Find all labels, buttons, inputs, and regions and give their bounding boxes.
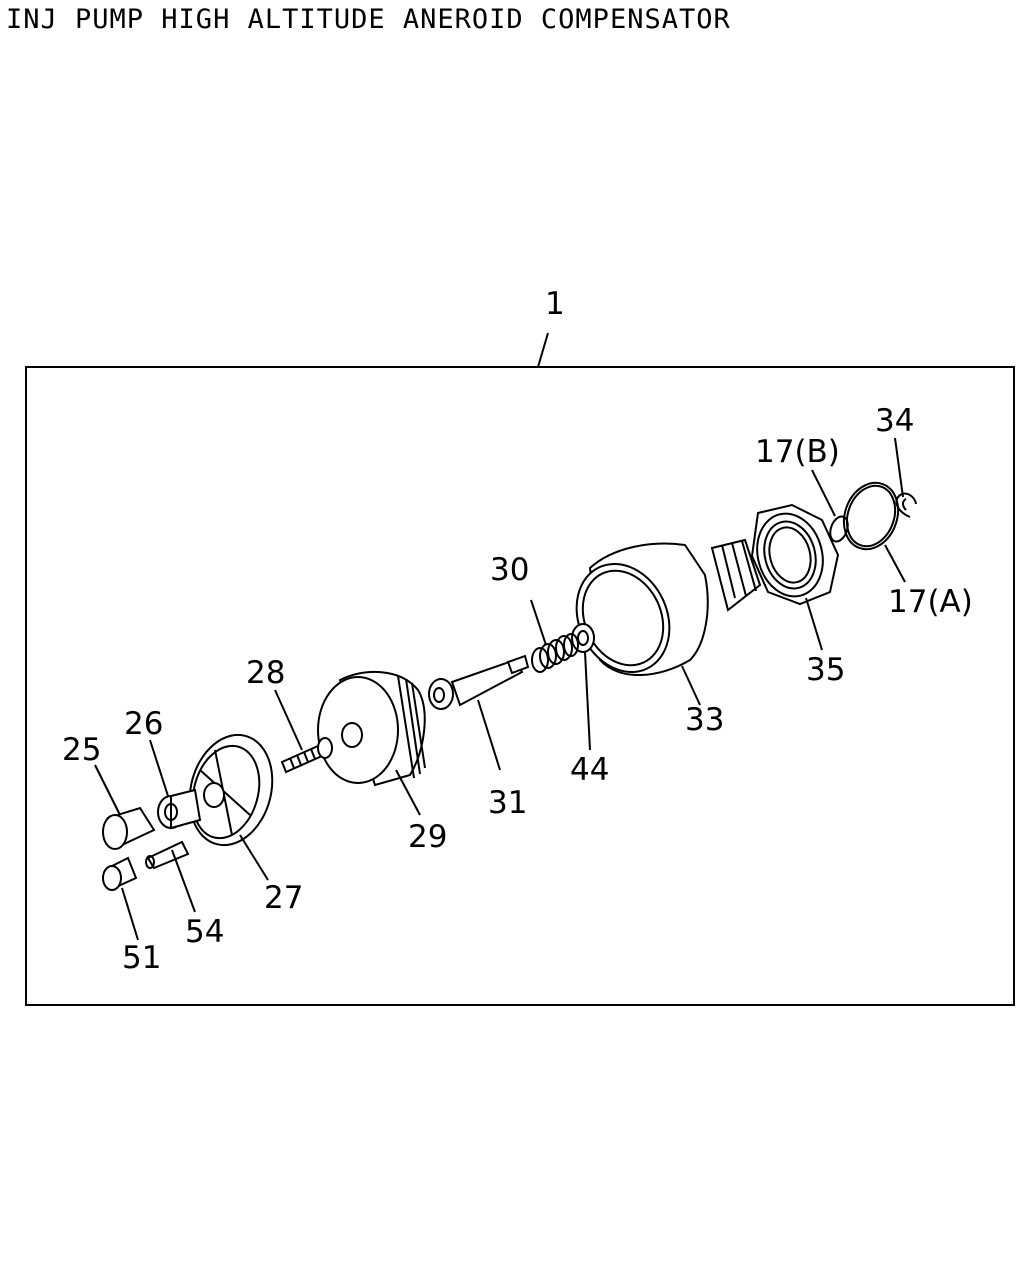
callout-35: 35: [806, 652, 845, 688]
part-17a-o-ring: [842, 481, 906, 583]
assembly-frame: [25, 366, 1015, 1006]
callout-44: 44: [570, 752, 609, 788]
part-27-plate: [188, 733, 274, 881]
part-44-washer: [571, 623, 595, 751]
callout-28: 28: [246, 655, 285, 691]
callout-30: 30: [490, 552, 529, 588]
part-17b-ring: [811, 469, 849, 543]
callout-31: 31: [488, 785, 527, 821]
part-54-nipple: [145, 840, 196, 913]
callout-assembly-1: 1: [545, 286, 565, 322]
leader-1: [537, 332, 549, 368]
part-25-sleeve: [94, 764, 156, 850]
callout-25: 25: [62, 732, 101, 768]
part-29-cover: [317, 671, 426, 816]
part-30-spring: [530, 599, 579, 673]
callout-33: 33: [685, 702, 724, 738]
callout-51: 51: [122, 940, 161, 976]
callout-17b: 17(B): [755, 434, 840, 470]
callout-17a: 17(A): [888, 584, 973, 620]
callout-34: 34: [875, 403, 914, 439]
diagram-title: INJ PUMP HIGH ALTITUDE ANEROID COMPENSAT…: [6, 4, 731, 35]
part-26-fitting: [149, 739, 202, 830]
part-33-housing: [575, 538, 762, 706]
part-51-cap: [102, 856, 139, 941]
part-35-nut: [750, 503, 840, 651]
callout-29: 29: [408, 819, 447, 855]
part-31-shaft: [428, 654, 530, 771]
part-34-clip: [894, 437, 917, 518]
callout-54: 54: [185, 914, 224, 950]
part-28-screw: [274, 689, 333, 774]
callout-26: 26: [124, 706, 163, 742]
callout-27: 27: [264, 880, 303, 916]
